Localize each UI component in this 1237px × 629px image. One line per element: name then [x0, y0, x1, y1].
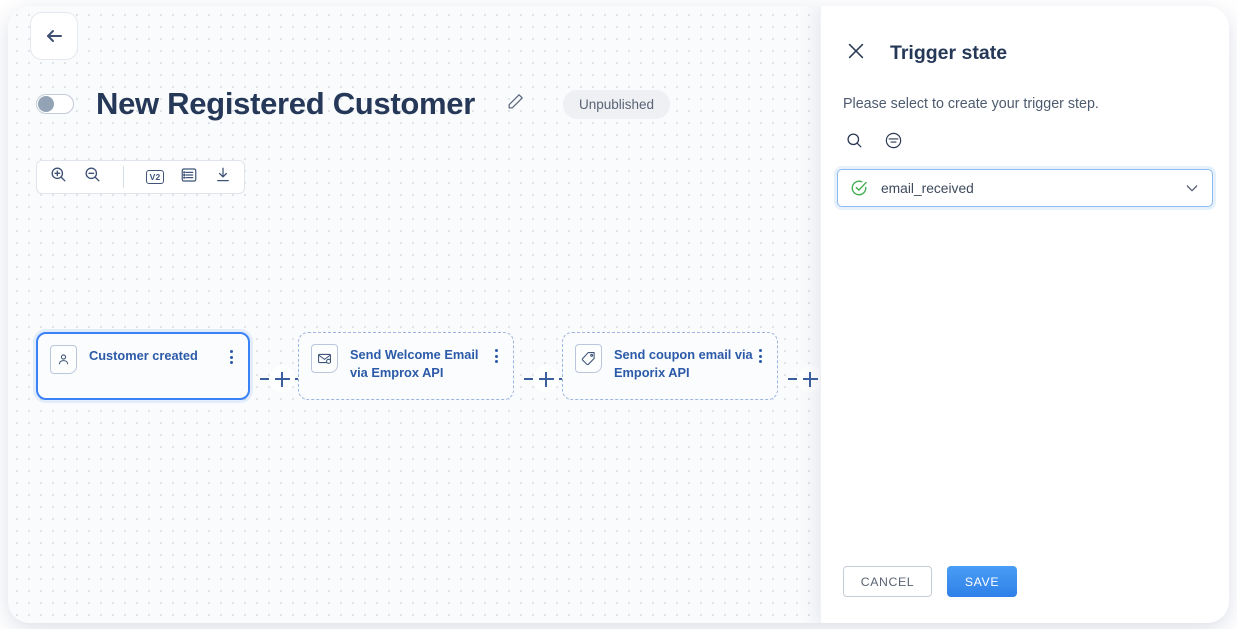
edit-title-button[interactable] — [503, 91, 529, 117]
connector-line — [260, 377, 269, 381]
version-badge-icon: V2 — [146, 169, 164, 185]
flow-node-customer-created[interactable]: Customer created — [36, 332, 250, 400]
workflow-header: New Registered Customer Unpublished — [36, 80, 671, 128]
user-icon — [50, 345, 77, 374]
pencil-icon — [506, 92, 525, 116]
filter-icon — [884, 131, 903, 155]
connector-3 — [788, 366, 823, 392]
publish-toggle[interactable] — [36, 94, 74, 114]
add-step-button[interactable] — [269, 366, 295, 392]
add-step-button[interactable] — [533, 366, 559, 392]
flow-node-send-coupon-email[interactable]: Send coupon email via Emporix API — [562, 332, 778, 400]
node-menu-button[interactable] — [224, 345, 238, 364]
panel-toolbar — [843, 132, 1229, 154]
trigger-select[interactable]: email_received — [837, 169, 1213, 207]
app-window: New Registered Customer Unpublished — [8, 6, 1229, 623]
add-step-button[interactable] — [797, 366, 823, 392]
download-icon — [214, 166, 232, 189]
search-button[interactable] — [843, 132, 865, 154]
back-button[interactable] — [30, 12, 78, 60]
connector-line — [788, 377, 797, 381]
zoom-in-button[interactable] — [47, 166, 69, 188]
zoom-out-button[interactable] — [81, 166, 103, 188]
panel-footer: CANCEL SAVE — [821, 566, 1229, 623]
tag-icon — [575, 344, 602, 373]
list-view-button[interactable] — [178, 166, 200, 188]
panel-description: Please select to create your trigger ste… — [843, 96, 1099, 112]
trigger-select-value: email_received — [881, 180, 974, 196]
envelope-icon — [311, 344, 338, 373]
download-button[interactable] — [212, 166, 234, 188]
version-button[interactable]: V2 — [144, 166, 166, 188]
chevron-down-icon — [1184, 180, 1200, 196]
cancel-button[interactable]: CANCEL — [843, 566, 932, 597]
search-icon — [845, 131, 864, 155]
toolbar-divider — [123, 166, 124, 188]
arrow-left-icon — [42, 24, 66, 48]
toggle-knob — [38, 96, 54, 112]
panel-title: Trigger state — [890, 41, 1008, 64]
panel-header: Trigger state — [821, 6, 1229, 66]
flow-node-label: Send coupon email via Emporix API — [614, 347, 753, 381]
canvas-toolbar: V2 — [36, 160, 245, 194]
flow-node-send-welcome-email[interactable]: Send Welcome Email via Emprox API — [298, 332, 514, 400]
zoom-out-icon — [83, 165, 102, 189]
close-panel-button[interactable] — [843, 40, 869, 66]
zoom-in-icon — [49, 165, 68, 189]
close-icon — [845, 40, 867, 67]
workflow-canvas[interactable]: New Registered Customer Unpublished — [8, 6, 823, 623]
filter-button[interactable] — [882, 132, 904, 154]
flow-node-label: Send Welcome Email via Emprox API — [350, 347, 479, 381]
trigger-state-panel: Trigger state Please select to create yo… — [820, 6, 1229, 623]
check-circle-icon — [850, 179, 868, 197]
connector-line — [524, 377, 533, 381]
node-menu-button[interactable] — [489, 344, 503, 363]
connector-1 — [260, 366, 304, 392]
save-button[interactable]: SAVE — [947, 566, 1017, 597]
list-icon — [180, 166, 198, 189]
flow-node-label: Customer created — [89, 348, 198, 363]
node-menu-button[interactable] — [753, 344, 767, 363]
page-title: New Registered Customer — [96, 86, 475, 121]
status-badge: Unpublished — [562, 89, 671, 119]
